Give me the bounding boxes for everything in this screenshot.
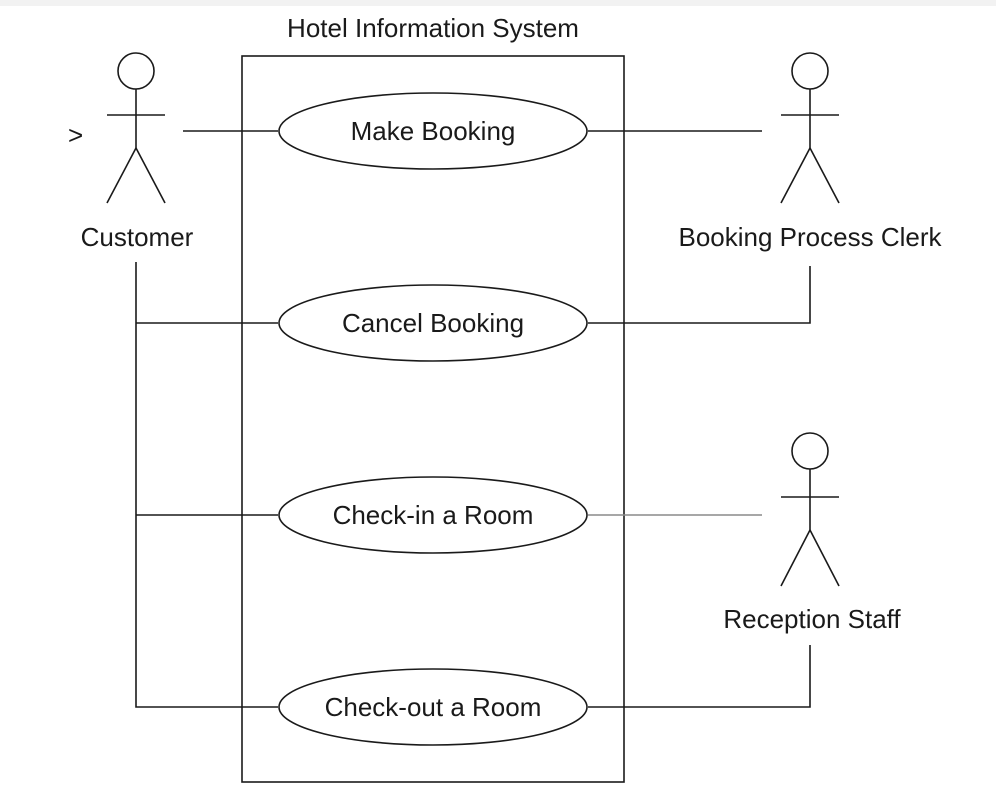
use-case-cancel-booking[interactable]: Cancel Booking (278, 284, 588, 362)
use-case-check-in-ellipse (278, 476, 588, 554)
actor-clerk-left-leg (780, 147, 811, 204)
use-case-check-out[interactable]: Check-out a Room (278, 668, 588, 746)
actor-customer-left-leg (106, 147, 137, 204)
assoc-reception-check-out (588, 645, 811, 708)
actor-customer-right-leg (135, 147, 166, 204)
use-case-make-booking-label: Make Booking (351, 116, 516, 146)
use-case-check-out-label: Check-out a Room (325, 692, 542, 722)
use-case-make-booking[interactable]: Make Booking (278, 92, 588, 170)
use-case-check-in[interactable]: Check-in a Room (278, 476, 588, 554)
actor-clerk-right-leg (809, 147, 840, 204)
actor-reception-head (791, 432, 829, 470)
assoc-clerk-cancel-booking (588, 266, 811, 324)
use-case-cancel-booking-ellipse (278, 284, 588, 362)
system-title: Hotel Information System (287, 13, 579, 43)
top-strip (0, 0, 996, 6)
actor-clerk (780, 52, 840, 204)
actor-customer-head (117, 52, 155, 90)
actor-customer-marker: > (68, 120, 83, 150)
system-boundary (241, 55, 625, 783)
use-case-make-booking-ellipse (278, 92, 588, 170)
actor-reception (780, 432, 840, 587)
actor-reception-right-leg (809, 529, 840, 587)
actor-clerk-label: Booking Process Clerk (679, 222, 943, 252)
actor-reception-label: Reception Staff (723, 604, 901, 634)
actor-customer-label: Customer (81, 222, 194, 252)
actor-reception-left-leg (780, 529, 811, 587)
use-case-cancel-booking-label: Cancel Booking (342, 308, 524, 338)
use-case-check-out-ellipse (278, 668, 588, 746)
assoc-customer-trunk-check-out (135, 262, 278, 708)
actor-customer (106, 52, 166, 204)
actor-clerk-head (791, 52, 829, 90)
use-case-check-in-label: Check-in a Room (333, 500, 534, 530)
